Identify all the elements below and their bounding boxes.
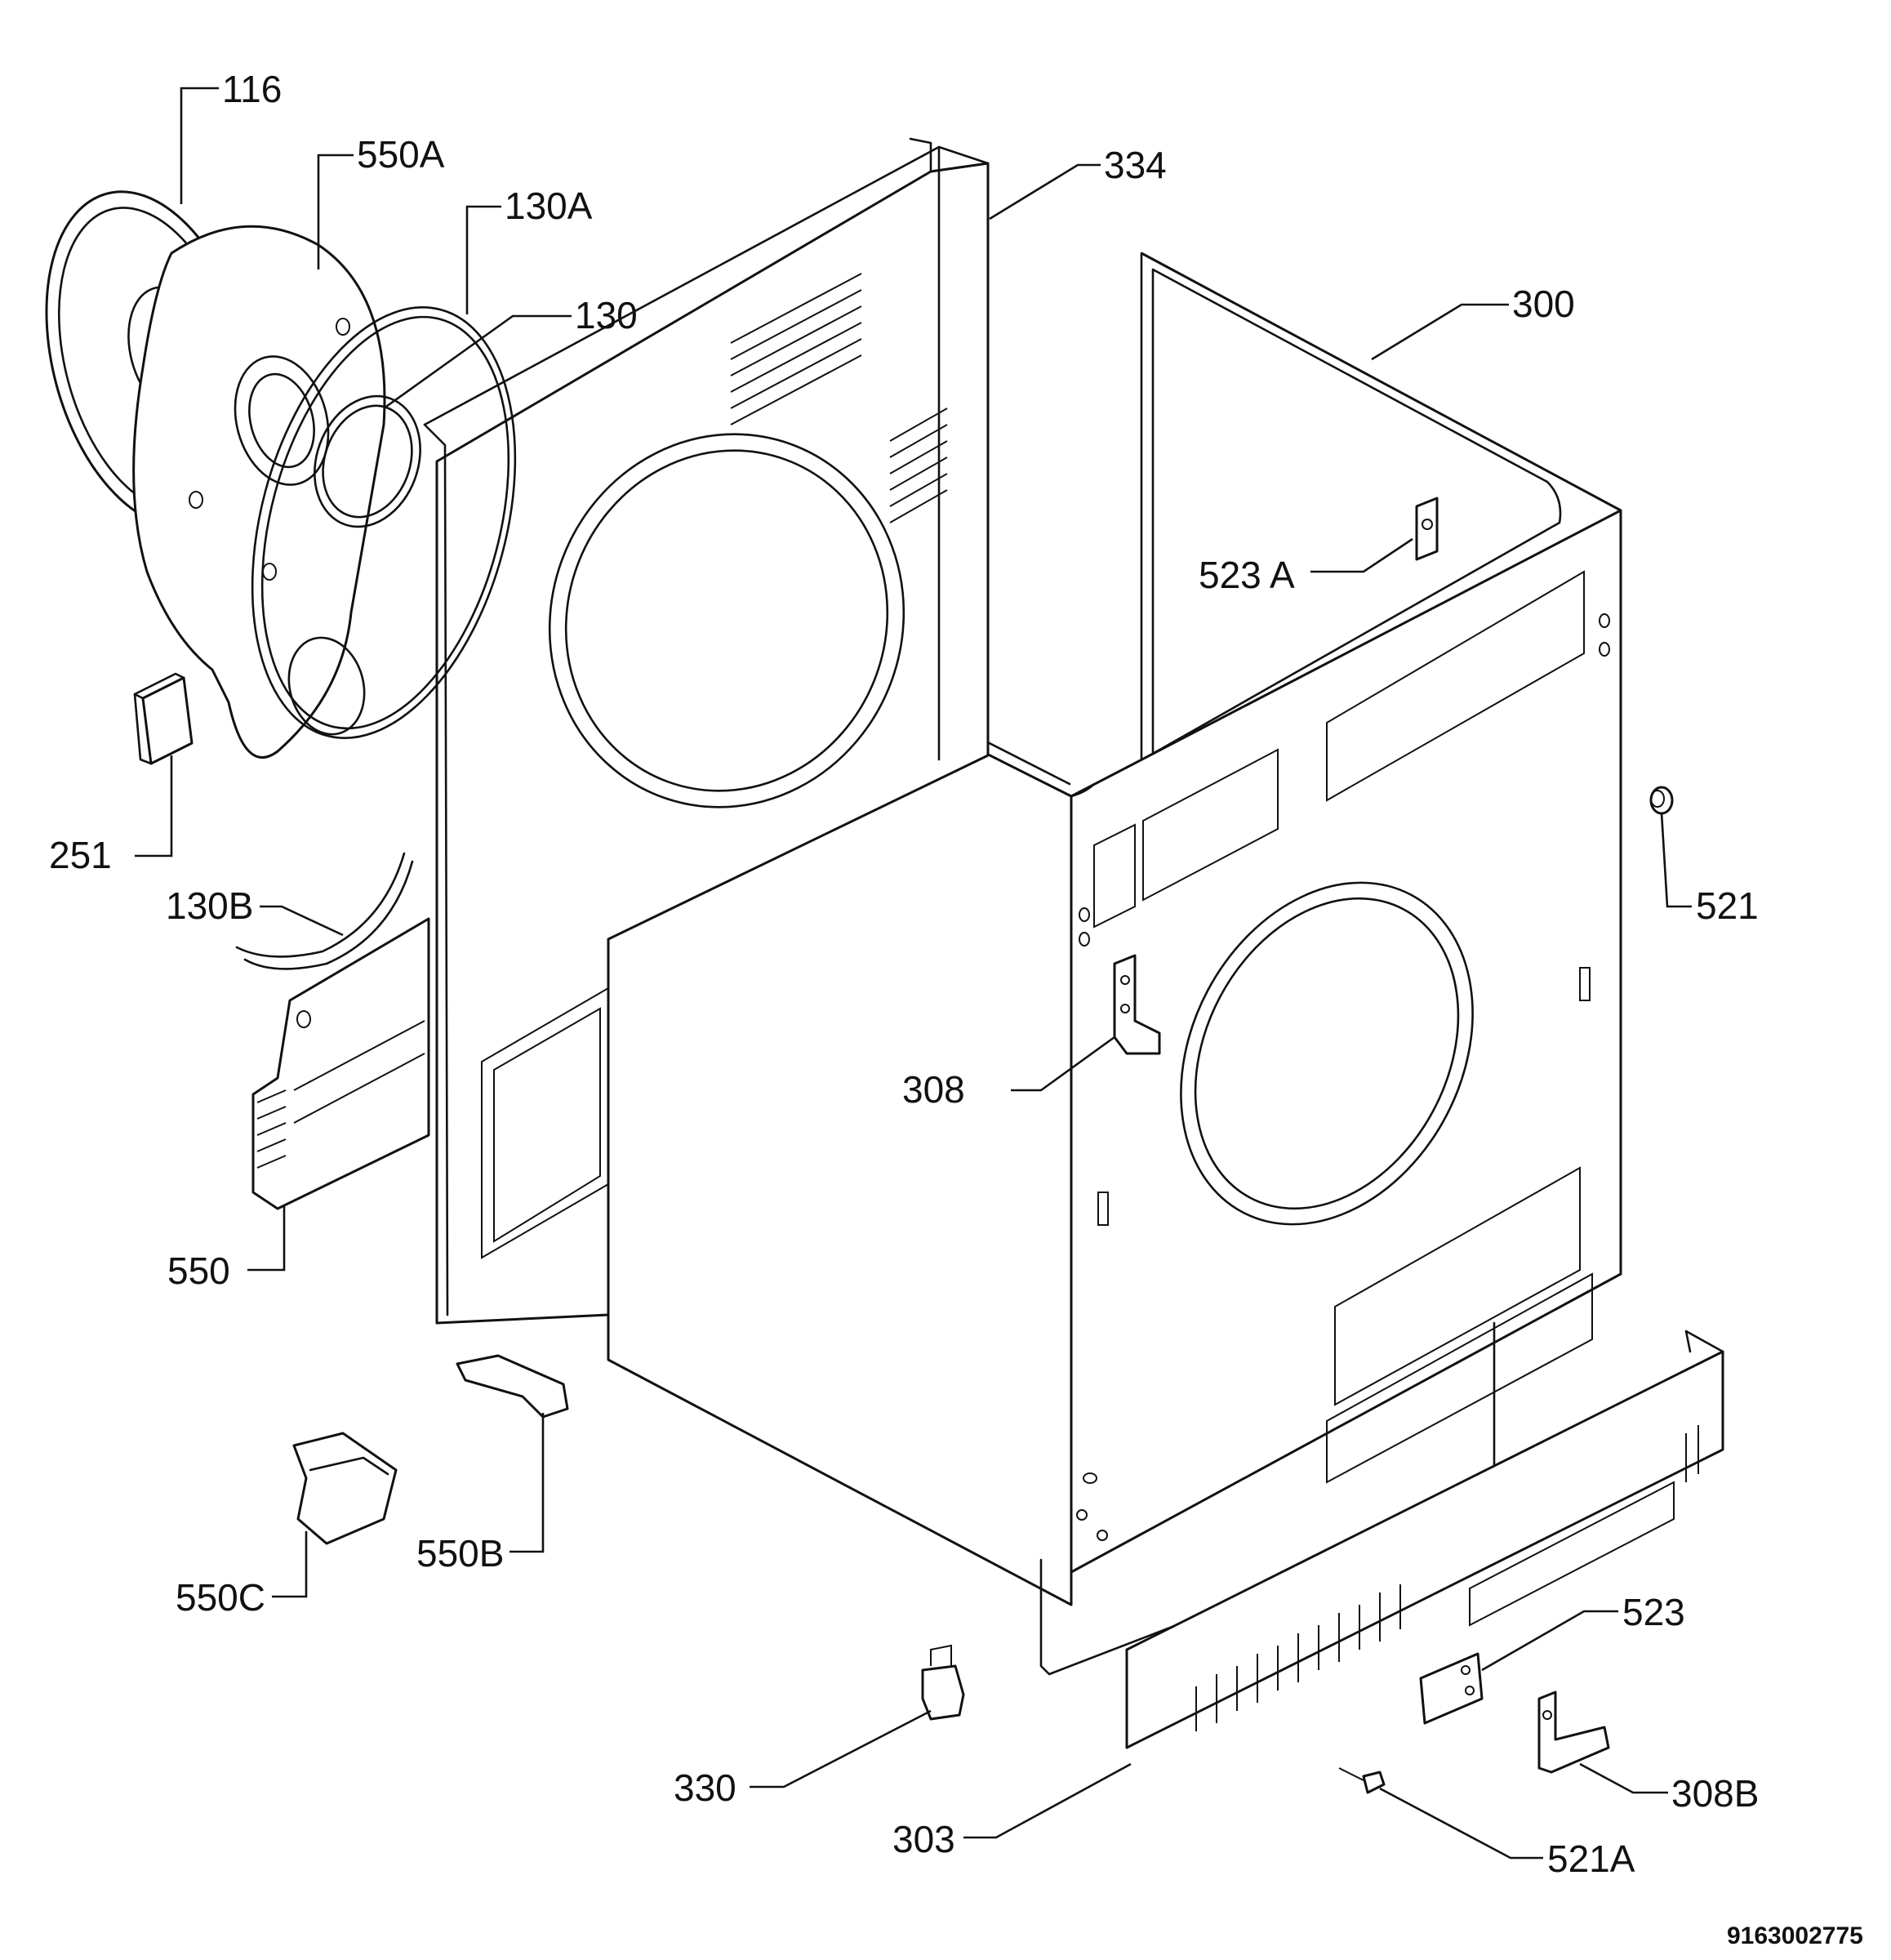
label-308b: 308B	[1671, 1772, 1759, 1815]
label-550: 550	[167, 1250, 230, 1292]
part-523-plate	[1419, 1652, 1484, 1725]
part-251-block	[133, 672, 194, 765]
part-130b-strip	[235, 852, 414, 970]
label-130: 130	[575, 294, 638, 336]
part-330-foot	[921, 1644, 965, 1721]
label-521a: 521A	[1547, 1838, 1635, 1880]
part-308b-bracket	[1537, 1690, 1610, 1774]
label-550c: 550C	[176, 1576, 265, 1619]
part-550b-clip	[456, 1354, 569, 1419]
label-300: 300	[1512, 283, 1575, 325]
label-130b: 130B	[166, 884, 253, 927]
label-130a: 130A	[505, 185, 593, 227]
label-334: 334	[1104, 144, 1167, 186]
label-251: 251	[49, 834, 112, 876]
label-330: 330	[674, 1766, 736, 1809]
part-550c-clip	[292, 1432, 398, 1545]
leader-lines	[135, 87, 1692, 1860]
label-523: 523	[1622, 1591, 1685, 1633]
label-550a: 550A	[357, 133, 445, 176]
part-labels: 116 550A 130A 130 334 300 523 A 251 521 …	[49, 68, 1863, 1949]
document-number: 9163002775	[1727, 1922, 1863, 1949]
part-521a-screw	[1338, 1767, 1386, 1794]
part-308-bracket	[1113, 954, 1161, 1055]
label-303: 303	[892, 1818, 955, 1860]
label-116: 116	[222, 68, 282, 110]
rear-panel-334	[423, 137, 990, 1325]
label-523a: 523 A	[1199, 554, 1295, 596]
label-521: 521	[1696, 884, 1759, 927]
label-308: 308	[902, 1068, 965, 1111]
part-521-knob	[1649, 786, 1674, 815]
drum-assembly	[45, 190, 517, 759]
part-523a-bracket	[1415, 497, 1439, 561]
part-550-duct	[251, 917, 430, 1210]
part-303-plinth	[1125, 1330, 1724, 1749]
label-550b: 550B	[416, 1532, 504, 1575]
cabinet-300	[607, 252, 1622, 1676]
